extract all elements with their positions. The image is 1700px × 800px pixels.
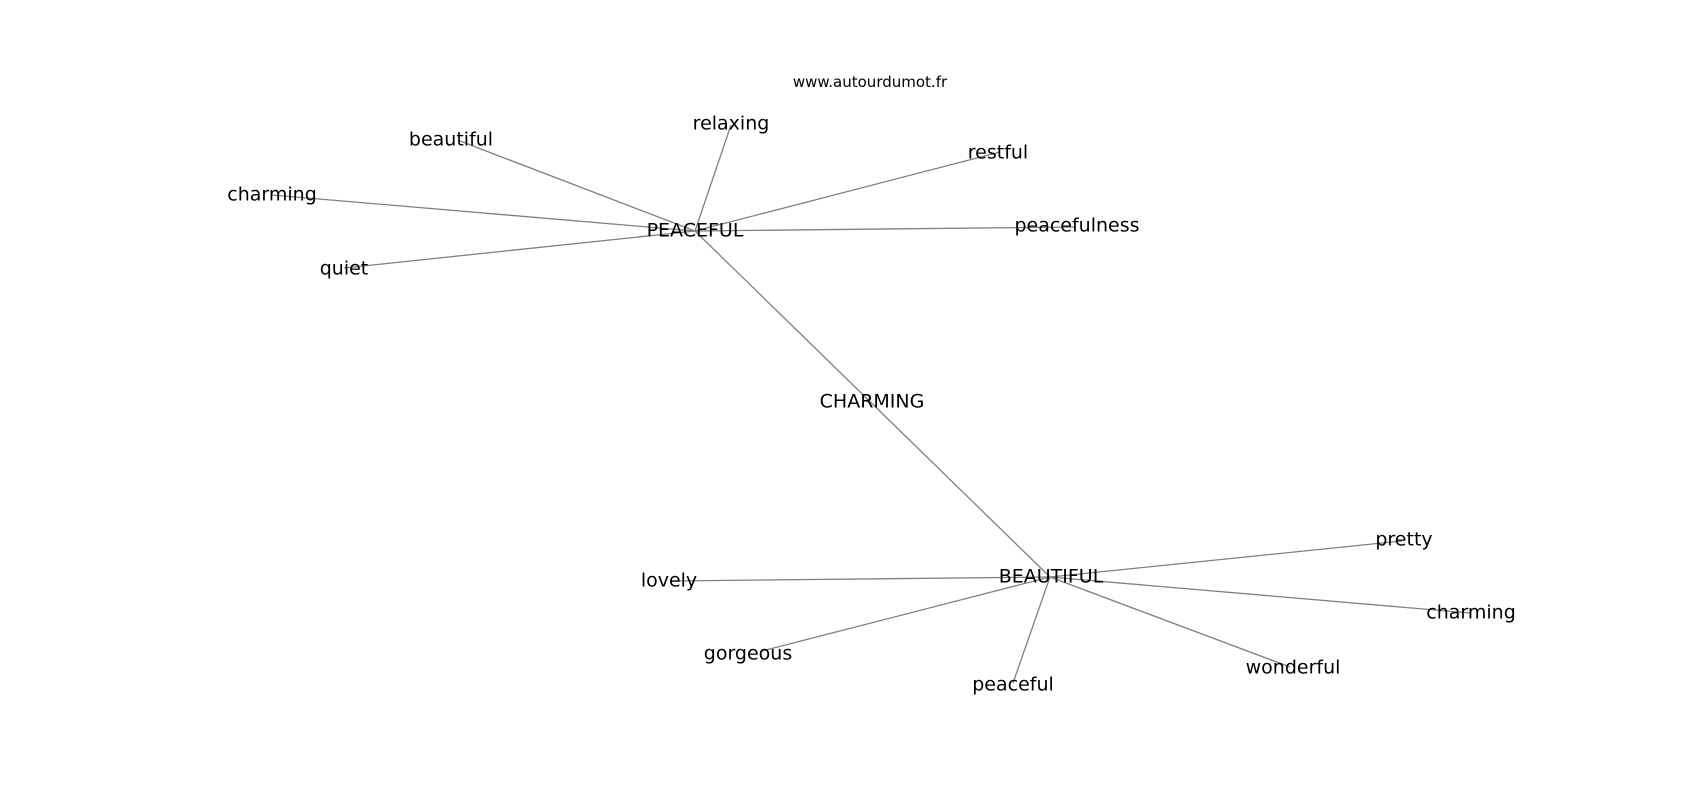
hub-node: CHARMING: [819, 390, 925, 413]
leaf-restful: restful: [967, 141, 1029, 164]
edge-beautiful-pretty: [1049, 540, 1403, 578]
edge-peaceful-beautiful-hub: [694, 230, 1051, 578]
edge-beautiful-peaceful: [1012, 576, 1051, 684]
leaf-charming: charming: [227, 183, 317, 206]
cluster-center-peaceful: PEACEFUL: [646, 219, 744, 242]
leaf-beautiful: beautiful: [408, 128, 494, 151]
edge-beautiful-gorgeous: [761, 576, 1051, 652]
edge-beautiful-wonderful: [1049, 576, 1291, 668]
edge-peaceful-charming: [271, 194, 696, 232]
edge-beautiful-lovely: [669, 576, 1051, 582]
edge-peaceful-peacefulness: [694, 226, 1076, 232]
leaf-charming-2: charming: [1426, 601, 1516, 624]
leaf-gorgeous: gorgeous: [703, 642, 793, 665]
edge-peaceful-restful: [694, 151, 1001, 232]
leaf-wonderful: wonderful: [1245, 656, 1341, 679]
leaf-quiet: quiet: [319, 257, 369, 280]
edge-peaceful-quiet: [343, 230, 696, 269]
edge-peaceful-relaxing: [694, 124, 732, 232]
leaf-pretty: pretty: [1375, 528, 1433, 551]
edge-peaceful-beautiful: [459, 140, 696, 232]
source-caption: www.autourdumot.fr: [792, 73, 948, 91]
leaf-relaxing: relaxing: [692, 112, 770, 135]
leaf-peaceful: peaceful: [972, 673, 1054, 696]
leaf-lovely: lovely: [640, 569, 698, 592]
leaf-peacefulness: peacefulness: [1014, 214, 1140, 237]
cluster-center-beautiful: BEAUTIFUL: [998, 565, 1104, 588]
edge-beautiful-charming: [1049, 576, 1471, 614]
